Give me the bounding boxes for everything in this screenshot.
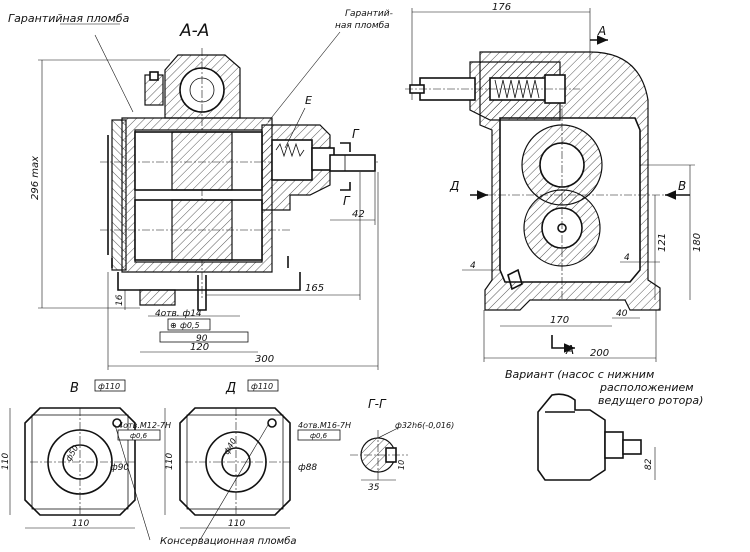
leader-seal-left	[94, 34, 134, 113]
aa-holes-text: 4отв. ф14	[155, 309, 202, 319]
dim-120: 120	[190, 342, 209, 353]
label-v: В	[678, 179, 686, 193]
dim-121: 121	[657, 233, 668, 252]
arrow-a-bot	[551, 335, 575, 353]
variant-line-1: Вариант (насос с нижним	[505, 368, 654, 381]
label-guarantee-seal-r1: Гарантий-	[345, 9, 393, 19]
aa-seal-spring	[271, 139, 313, 181]
dim-90: 90	[196, 334, 208, 344]
section-g-marker-top	[340, 142, 351, 152]
dim-42: 42	[352, 209, 365, 220]
gg-shaft-dim: ф32h6(-0,016)	[395, 421, 454, 430]
view-v-tol: ф0,6	[130, 432, 148, 440]
variant-82: 82	[644, 458, 654, 470]
view-d-d88: ф88	[298, 463, 317, 473]
view-d-110w: 110	[228, 519, 245, 529]
dim-170: 170	[550, 315, 569, 326]
view-d-tol-frame	[297, 429, 341, 441]
section-gg: Г-Г ф32h6(-0,016) 35 10	[350, 397, 454, 493]
leader-detail-e	[284, 107, 306, 149]
label-guarantee-seal-left: Гарантийная пломба	[8, 12, 130, 25]
dim-180: 180	[692, 233, 703, 252]
view-v-d110: ф110	[98, 382, 120, 391]
view-v-title: В	[70, 381, 79, 396]
gg-35: 35	[368, 483, 380, 493]
aa-upper-rotor-gear	[171, 131, 233, 191]
view-d-d110-frame	[247, 379, 279, 392]
view-d-holes: 4отв.М16-7Н	[298, 421, 351, 430]
aa-tolerance-frame	[167, 318, 211, 331]
dim-165: 165	[305, 283, 324, 294]
label-a-top: А	[597, 24, 606, 38]
view-v-d110-frame	[94, 379, 126, 392]
label-conservation-seal: Консервационная пломба	[160, 535, 296, 547]
dim-296: 296 max	[30, 156, 41, 200]
view-d-d110: ф110	[251, 382, 273, 391]
label-detail-e: Е	[305, 94, 312, 107]
aa-valve-cap	[149, 71, 159, 81]
aa-foot	[139, 289, 176, 306]
aa-left-cover	[111, 119, 127, 271]
leader-seal-right	[267, 31, 341, 123]
label-section-g-bot: Г	[343, 194, 351, 208]
view-v-holes: 4отв.М12-7Н	[118, 421, 171, 430]
dim-90-frame	[159, 331, 249, 343]
section-aa-view: A-A 4отв.	[8, 9, 393, 370]
leader-conservation-v	[114, 424, 151, 541]
dim-4b: 4	[624, 253, 630, 263]
aa-spring-coils	[275, 142, 305, 158]
label-section-g-top: Г	[352, 127, 360, 141]
view-d-hole	[267, 418, 277, 428]
gg-leader	[377, 427, 399, 439]
view-d: Д ф40 ф88 ф110 4отв.М16-7Н ф0,6 110 110 …	[114, 379, 351, 547]
gg-10: 10	[397, 460, 406, 470]
aa-shaft-end	[329, 154, 376, 172]
label-d: Д	[449, 179, 459, 193]
view-d-tol: ф0,6	[310, 432, 328, 440]
aa-drain	[197, 275, 207, 311]
side-view: 176 А А Д В 121	[405, 2, 703, 362]
aa-tolerance-text: ф0,5	[180, 321, 200, 330]
section-gg-title: Г-Г	[368, 397, 387, 411]
variant-flange	[604, 431, 624, 459]
view-d-110h: 110	[165, 453, 175, 470]
position-symbol-icon: ⊕	[170, 321, 177, 330]
section-aa-title: A-A	[179, 21, 209, 41]
dim-4a: 4	[470, 261, 476, 271]
section-g-marker-bot	[340, 182, 351, 191]
leader-conservation-d	[199, 424, 269, 541]
label-guarantee-seal-r2: ная пломба	[335, 21, 390, 31]
variant-body	[537, 393, 606, 481]
variant-line-2: расположением	[599, 381, 694, 394]
view-v-d90: ф90	[110, 463, 129, 473]
side-bolt	[507, 268, 523, 291]
dim-200: 200	[590, 348, 609, 359]
view-d-title: Д	[225, 381, 236, 396]
dim-40: 40	[616, 309, 628, 319]
view-v-110w: 110	[72, 519, 89, 529]
variant-line-3: ведущего ротора)	[598, 394, 703, 407]
dim-176: 176	[492, 2, 511, 13]
variant-view: Вариант (насос с нижним расположением ве…	[505, 368, 703, 481]
view-v: В ф50 ф90 ф110 4отв.М12-7Н ф0,6 110 110	[1, 379, 171, 529]
dim-16: 16	[115, 294, 125, 306]
dim-300: 300	[255, 354, 274, 365]
aa-base	[117, 272, 301, 291]
view-v-110h: 110	[1, 453, 11, 470]
label-a-bot: А	[565, 343, 574, 357]
variant-shaft	[622, 439, 642, 455]
